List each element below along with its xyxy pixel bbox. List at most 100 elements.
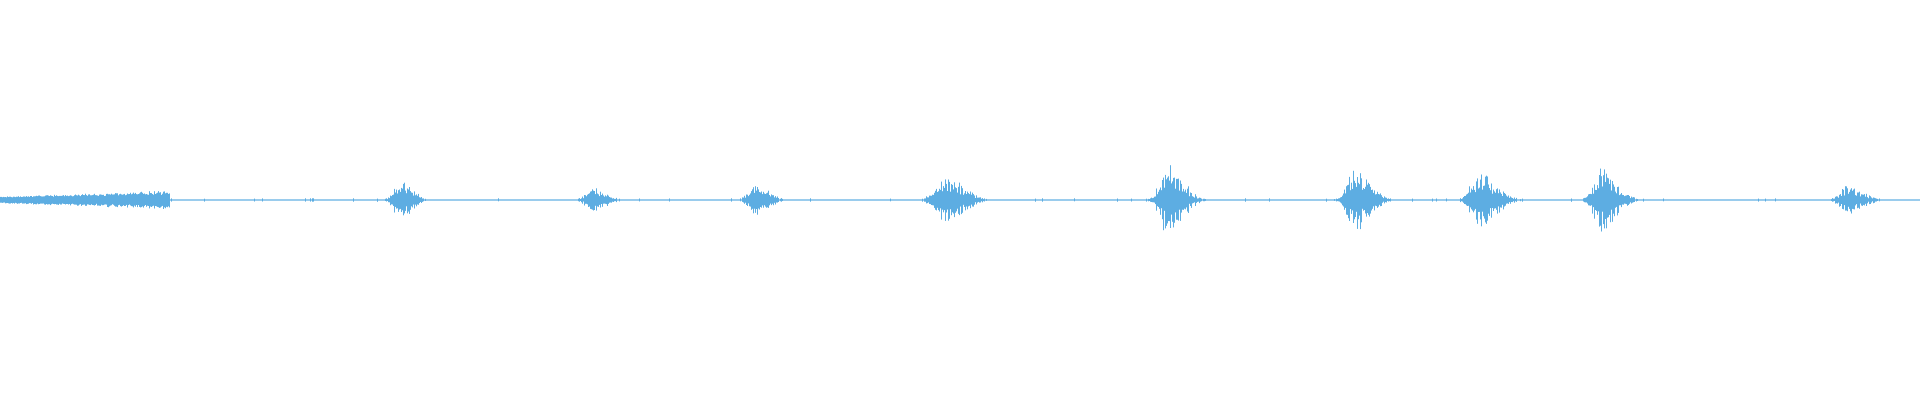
- waveform-bar: [589, 193, 590, 207]
- waveform-bar: [420, 197, 421, 202]
- waveform-bar: [764, 193, 765, 206]
- waveform-bar: [1522, 198, 1523, 202]
- waveform-bar: [975, 198, 976, 203]
- waveform-bar: [152, 194, 153, 207]
- waveform-bar: [777, 196, 778, 203]
- waveform-bar: [955, 187, 956, 213]
- waveform-bar: [1186, 192, 1187, 208]
- waveform-bar: [66, 195, 67, 204]
- waveform-bar: [61, 195, 62, 205]
- waveform-bar: [585, 195, 586, 204]
- waveform-bar: [423, 198, 424, 202]
- waveform-bar: [1482, 189, 1483, 212]
- waveform-bar: [1326, 198, 1327, 202]
- waveform-bar: [1611, 190, 1612, 210]
- waveform-bar: [144, 193, 145, 206]
- waveform-bar: [305, 198, 306, 202]
- waveform-bar: [95, 195, 96, 205]
- waveform-bar: [1481, 174, 1482, 227]
- waveform-bar: [1475, 192, 1476, 209]
- waveform-bar: [1855, 195, 1856, 206]
- waveform-bar: [1842, 189, 1843, 209]
- waveform-bar: [966, 194, 967, 207]
- waveform-bar: [254, 198, 255, 202]
- waveform-bar: [1176, 178, 1177, 220]
- waveform-bar: [616, 197, 617, 203]
- waveform-bar: [746, 194, 747, 205]
- waveform-bar: [1472, 189, 1473, 211]
- waveform-bar: [1589, 194, 1590, 206]
- waveform-bar: [1162, 180, 1163, 220]
- waveform-bar: [1462, 198, 1463, 202]
- waveform-bar: [1348, 184, 1349, 219]
- waveform-bar: [32, 197, 33, 203]
- waveform-bar: [425, 198, 426, 201]
- waveform-bar: [398, 190, 399, 212]
- waveform-bar: [780, 198, 781, 202]
- waveform-bar: [93, 194, 94, 206]
- waveform-bar: [127, 193, 128, 208]
- waveform-bar: [20, 196, 21, 203]
- waveform-bar: [1192, 196, 1193, 204]
- waveform-bar: [953, 189, 954, 214]
- waveform-bar: [134, 193, 135, 206]
- waveform-bar: [14, 196, 15, 204]
- waveform-bar: [1172, 181, 1173, 222]
- waveform-bar: [1432, 198, 1433, 202]
- waveform-bar: [1358, 182, 1359, 220]
- waveform-bar: [410, 191, 411, 210]
- waveform-bar: [1488, 184, 1489, 214]
- waveform-bar: [1388, 198, 1389, 202]
- waveform-bar: [96, 195, 97, 204]
- waveform-bar: [932, 194, 933, 206]
- waveform-bar: [984, 198, 985, 202]
- waveform-bar: [1618, 186, 1619, 213]
- waveform-bar: [1190, 192, 1191, 206]
- waveform-bar: [579, 198, 580, 202]
- waveform-bar: [1174, 177, 1175, 223]
- waveform-bar: [605, 195, 606, 204]
- waveform-bar: [1491, 183, 1492, 218]
- waveform-bar: [63, 195, 64, 204]
- waveform-bar: [126, 194, 127, 205]
- waveform-bar: [1197, 198, 1198, 202]
- waveform-bar: [135, 192, 136, 207]
- waveform-bar: [608, 195, 609, 204]
- waveform-bar: [97, 195, 98, 206]
- waveform-bar: [414, 191, 415, 209]
- waveform-bar: [102, 194, 103, 206]
- waveform-bar: [391, 196, 392, 205]
- waveform-bar: [949, 181, 950, 219]
- waveform-bar: [50, 195, 51, 206]
- waveform-bar: [1499, 189, 1500, 213]
- waveform-bar: [776, 197, 777, 203]
- waveform-bar: [1465, 195, 1466, 205]
- waveform-bar: [51, 195, 52, 205]
- waveform-bar: [782, 198, 783, 201]
- waveform-bar: [1156, 188, 1157, 211]
- waveform-bar: [1775, 198, 1776, 202]
- waveform-bar: [1590, 193, 1591, 206]
- waveform-bar: [1837, 196, 1838, 204]
- waveform-bar: [43, 196, 44, 204]
- waveform-bar: [1483, 185, 1484, 217]
- waveform-bar: [945, 179, 946, 221]
- waveform-bar: [99, 194, 100, 206]
- waveform-bar: [1843, 189, 1844, 210]
- waveform-bar: [930, 195, 931, 205]
- waveform-bar: [973, 194, 974, 207]
- waveform-bar: [37, 196, 38, 204]
- waveform-bar: [1607, 177, 1608, 218]
- waveform-bar: [967, 191, 968, 210]
- waveform-bar: [1841, 196, 1842, 204]
- waveform-bar: [1866, 193, 1867, 206]
- waveform-bar: [1497, 188, 1498, 214]
- waveform-bar: [639, 198, 640, 202]
- waveform-bar: [1508, 195, 1509, 204]
- waveform-bar: [137, 194, 138, 208]
- waveform-bar: [601, 195, 602, 204]
- waveform-bar: [1200, 197, 1201, 202]
- waveform-bar: [101, 194, 102, 205]
